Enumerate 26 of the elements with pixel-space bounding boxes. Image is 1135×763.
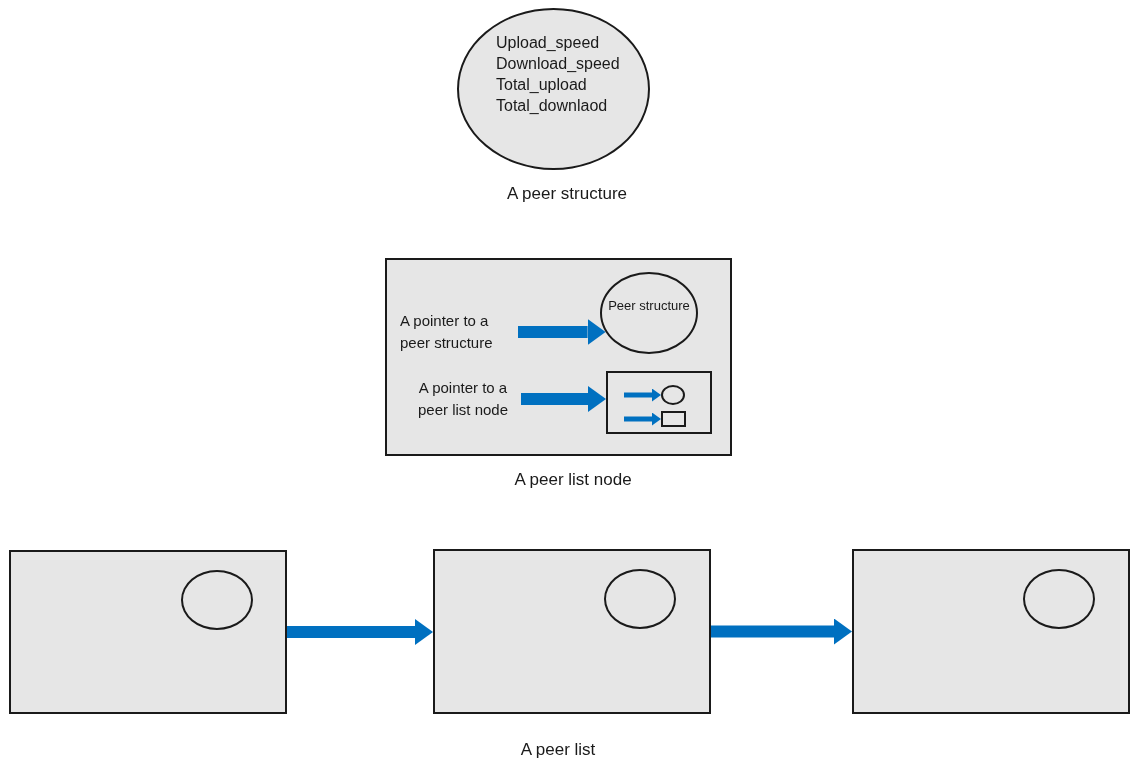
field-name: Download_speed xyxy=(496,54,621,74)
rectangle-box xyxy=(852,549,1130,714)
arrow xyxy=(624,412,661,426)
small-circle xyxy=(661,385,685,405)
arrow xyxy=(711,618,852,645)
field-name: Upload_speed xyxy=(496,33,601,53)
rectangle-box xyxy=(433,549,711,714)
text-label: A pointer to a peer structure xyxy=(400,310,518,354)
arrow xyxy=(287,619,433,645)
ellipse-node: Peer structure xyxy=(600,272,698,354)
field-name: Total_downlaod xyxy=(496,96,609,116)
ellipse-shape xyxy=(181,570,253,630)
arrow xyxy=(521,386,606,412)
rectangle-box xyxy=(9,550,287,714)
caption: A peer list xyxy=(520,740,596,760)
arrow xyxy=(624,388,661,402)
node-label: A peer structure xyxy=(507,184,627,204)
arrow xyxy=(518,319,606,345)
node-label: A peer list node xyxy=(514,470,632,490)
text-label: A pointer to a peer list node xyxy=(405,377,521,421)
small-box xyxy=(661,411,686,427)
ellipse-shape xyxy=(1023,569,1095,629)
small-box xyxy=(606,371,712,434)
ellipse-shape xyxy=(604,569,676,629)
rectangle-box xyxy=(385,258,732,456)
field-name: Total_upload xyxy=(496,75,588,95)
